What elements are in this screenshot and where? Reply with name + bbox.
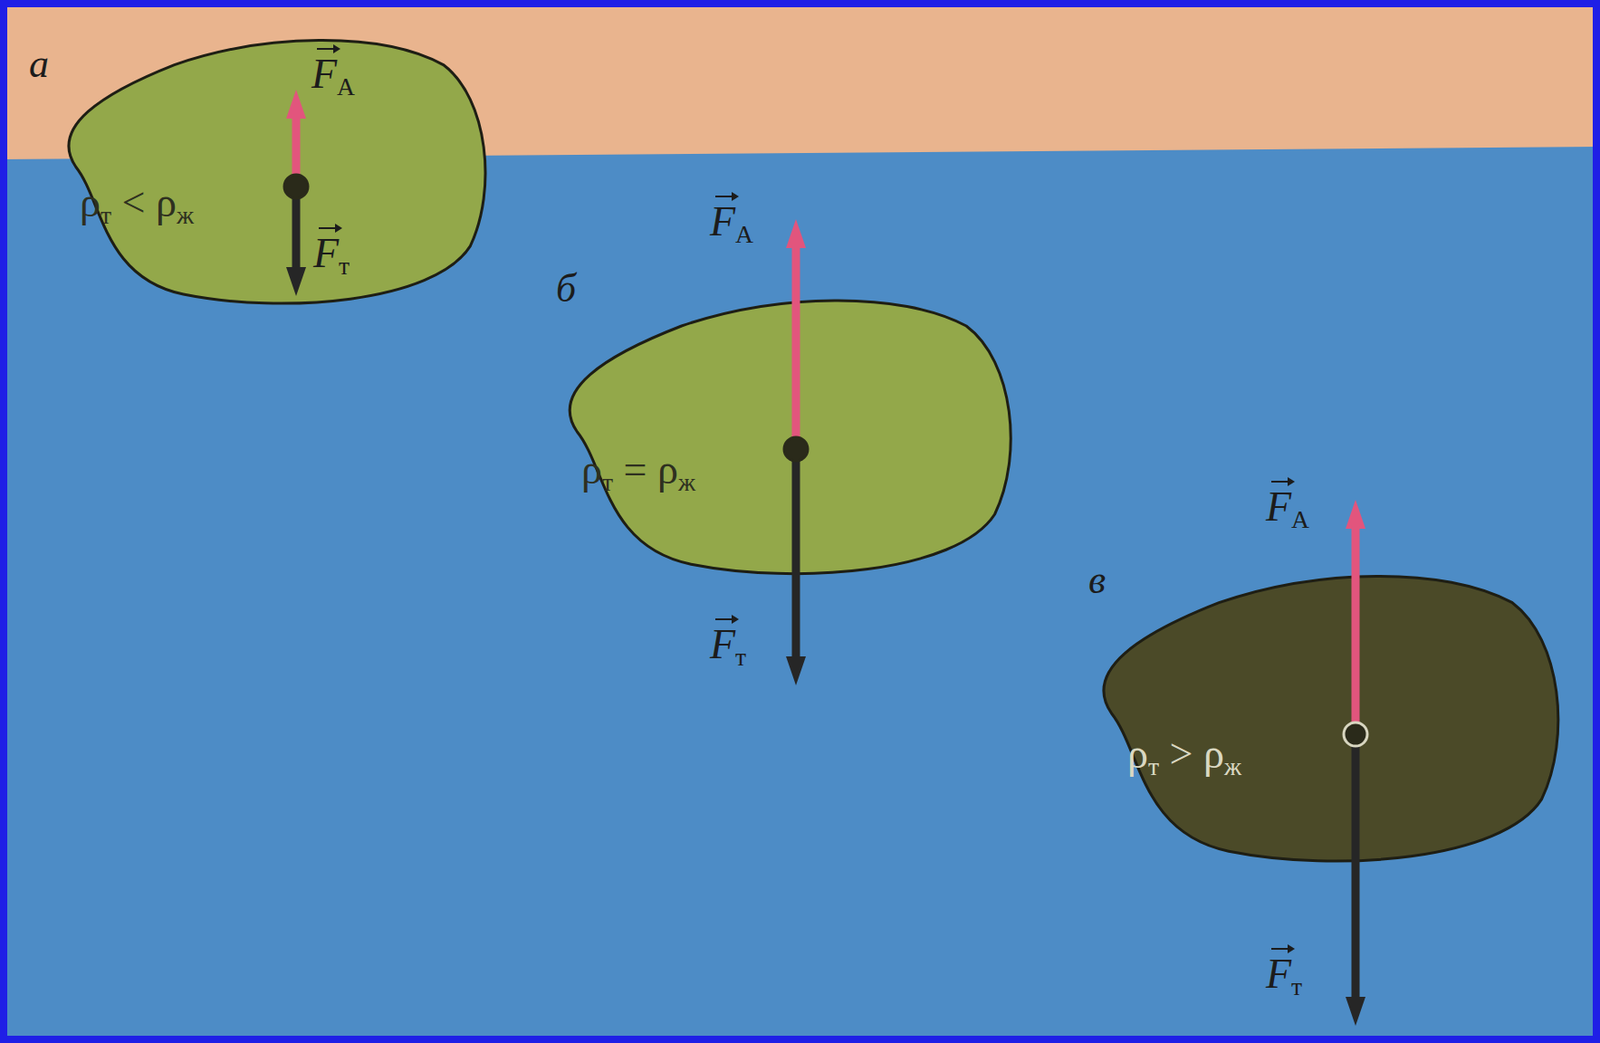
buoyancy-arrowhead: [286, 89, 307, 119]
blob-shape: [569, 300, 1011, 575]
center-point: [284, 174, 308, 199]
body-blob: ρт < ρж: [48, 30, 498, 315]
blob-shape: [1103, 575, 1559, 862]
force-label: FA: [1265, 479, 1310, 537]
body-blob: ρт > ρж: [1082, 565, 1572, 873]
force-label: FA: [709, 194, 754, 251]
force-pair: [284, 89, 308, 297]
force-label: Fт: [1265, 947, 1303, 1004]
force-label: FA: [311, 47, 355, 104]
center-point: [1343, 722, 1368, 747]
force-label: Fт: [709, 617, 747, 674]
force-pair: [784, 219, 808, 686]
buoyancy-arrow: [1351, 525, 1361, 735]
blob-outline: [1082, 565, 1572, 873]
blob-outline: [548, 290, 1024, 585]
gravity-arrow: [792, 449, 801, 661]
gravity-arrowhead: [286, 267, 307, 297]
force-pair: [1343, 499, 1368, 1026]
figure-letter: в: [1088, 554, 1106, 606]
figure-letter: а: [28, 38, 49, 90]
density-relation: ρт > ρж: [1127, 727, 1242, 784]
gravity-arrowhead: [785, 656, 806, 686]
blob-outline: [48, 30, 498, 315]
buoyancy-arrow: [792, 244, 801, 450]
frame: [3, 3, 1597, 1040]
center-point: [784, 437, 808, 461]
density-relation: ρт = ρж: [581, 442, 696, 499]
buoyancy-arrowhead: [785, 219, 806, 249]
buoyancy-arrowhead: [1345, 499, 1366, 529]
gravity-arrow: [1351, 734, 1361, 1001]
figure-letter: б: [555, 262, 576, 315]
body-blob: ρт = ρж: [548, 290, 1024, 585]
density-relation: ρт < ρж: [79, 175, 194, 232]
blob-shape: [68, 40, 486, 305]
gravity-arrowhead: [1345, 996, 1366, 1026]
force-label: Fт: [313, 226, 350, 283]
